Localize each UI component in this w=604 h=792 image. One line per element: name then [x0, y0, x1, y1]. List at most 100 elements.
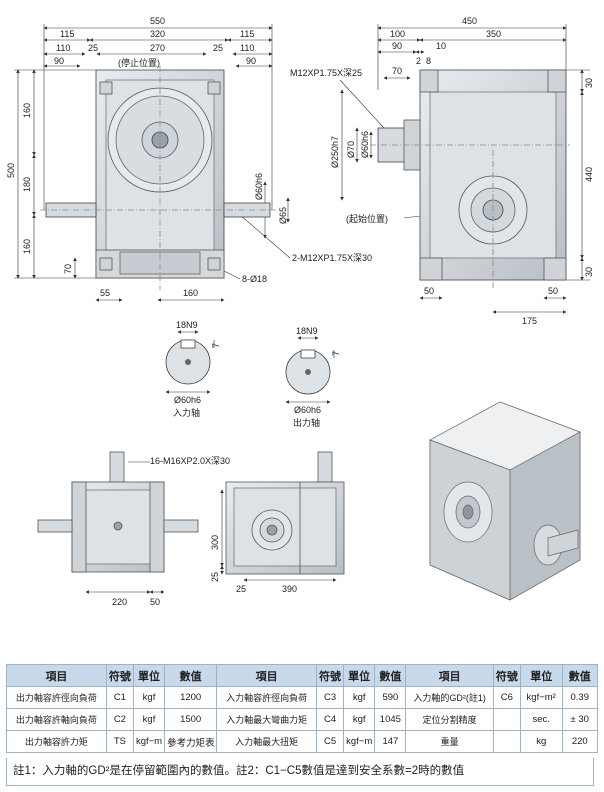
- hub-diameter-label: Ø70: [346, 141, 356, 158]
- table-cell: 入力軸容許徑向負荷: [216, 686, 318, 709]
- dim-height-bottom: 160: [22, 239, 32, 254]
- side-tapped-hole-label: M12XP1.75X深25: [290, 68, 362, 78]
- shaft-collar-label: Ø65: [278, 207, 288, 224]
- dim-depth-100: 100: [390, 29, 405, 39]
- output-shaft-caption: 出力轴: [293, 417, 320, 428]
- table-row: 出力軸容許軸向負荷 C2 kgf 1500 入力軸最大彎曲力矩 C4 kgf 1…: [6, 708, 599, 731]
- dim-right-30-top: 30: [584, 78, 594, 88]
- header-symbol-3: 符號: [492, 664, 521, 687]
- front-view-dimensions: 550 115 320 115 110 25 270 25 110 90 90 …: [6, 16, 372, 298]
- header-value-3: 數值: [561, 664, 599, 687]
- dim-mount-25-a: 25: [210, 572, 220, 582]
- header-item-2: 項目: [216, 664, 318, 687]
- input-shaft-caption: 入力轴: [173, 407, 200, 418]
- table-cell: C5: [316, 730, 345, 753]
- table-cell: C2: [105, 708, 134, 731]
- dim-right-offset: 115: [240, 29, 254, 39]
- table-cell: 入力軸最大扭矩: [216, 730, 318, 753]
- output-shaft-diameter-label: Ø60h6: [360, 131, 370, 158]
- table-cell: 出力軸容許軸向負荷: [6, 708, 107, 731]
- dim-mount-390: 390: [282, 584, 297, 594]
- dim-shaft-height: 70: [63, 264, 73, 274]
- dim-width-total: 550: [150, 16, 165, 26]
- technical-drawing: 550 115 320 115 110 25 270 25 110 90 90 …: [6, 16, 594, 607]
- table-cell: TS: [105, 730, 134, 753]
- table-cell: kgf: [132, 686, 166, 709]
- table-cell: 590: [374, 686, 407, 709]
- header-unit-1: 單位: [132, 664, 166, 687]
- dim-shaft-70: 70: [392, 66, 402, 76]
- dim-left-offset: 115: [60, 29, 74, 39]
- header-unit-2: 單位: [343, 664, 376, 687]
- mount-hole-label: 8-Ø18: [242, 274, 267, 284]
- dim-mount-25-b: 25: [236, 584, 246, 594]
- front-view: [14, 24, 291, 302]
- side-view: [339, 24, 590, 314]
- table-cell: [492, 730, 521, 753]
- flange-diameter-label: Ø250h7: [330, 136, 340, 168]
- dim-depth-10: 10: [436, 41, 446, 51]
- table-cell: kgf: [132, 708, 166, 731]
- table-cell: kgf: [343, 686, 376, 709]
- output-keyway-label: 18N9: [296, 326, 318, 336]
- output-shaft-section: 18N9 7 Ø60h6 出力轴: [285, 326, 341, 428]
- table-note: 註1：入力軸的GD²是在停留範圍內的數值。註2：C1−C5數值是達到安全系數=2…: [6, 758, 594, 786]
- dim-depth-total: 450: [462, 16, 477, 26]
- dim-shaft-8: 8: [426, 56, 431, 66]
- dim-mount-50: 50: [150, 597, 160, 607]
- header-symbol-2: 符號: [316, 664, 345, 687]
- spec-table: 項目 符號 單位 數值 項目 符號 單位 數值 項目 符號 單位 數值 出力軸容…: [6, 664, 599, 753]
- dim-right-30-bottom: 30: [584, 267, 594, 277]
- shaft-diameter-label: Ø60h6: [254, 173, 264, 200]
- tapped-hole-label: 2-M12XP1.75X深30: [292, 253, 372, 263]
- dim-bottom-160: 160: [183, 288, 198, 298]
- header-value-2: 數值: [374, 664, 407, 687]
- dim-right-25: 25: [213, 43, 223, 53]
- mount-view-left: [37, 451, 199, 594]
- header-unit-3: 單位: [519, 664, 563, 687]
- input-keyway-depth: 7: [211, 343, 221, 348]
- dim-height-mid: 180: [22, 177, 32, 192]
- dim-right-90: 90: [246, 56, 256, 66]
- table-row: 出力軸容許徑向負荷 C1 kgf 1200 入力軸容許徑向負荷 C3 kgf 5…: [6, 686, 599, 709]
- header-item-1: 項目: [6, 664, 107, 687]
- table-cell: kgf−m: [343, 730, 376, 753]
- table-cell: C6: [492, 686, 521, 709]
- dim-center-span: 320: [150, 29, 165, 39]
- mount-view-right: [220, 451, 345, 582]
- table-cell: 入力軸的GD²(註1): [405, 686, 494, 709]
- input-shaft-section: 18N9 7 Ø60h6 入力轴: [165, 320, 221, 418]
- dim-left-90: 90: [54, 56, 64, 66]
- dim-bottom-175: 175: [522, 316, 537, 326]
- table-cell: 1200: [164, 686, 218, 709]
- table-cell: 0.39: [561, 686, 599, 709]
- dim-bottom-50-left: 50: [424, 286, 434, 296]
- start-position-label: (起始位置): [346, 213, 388, 224]
- table-cell: kgf−m²: [519, 686, 563, 709]
- dim-mount-300: 300: [210, 535, 220, 550]
- dim-right-440: 440: [584, 167, 594, 182]
- table-cell: kg: [519, 730, 563, 753]
- input-keyway-label: 18N9: [176, 320, 198, 330]
- table-cell: kgf: [343, 708, 376, 731]
- dim-shaft-2: 2: [416, 56, 421, 66]
- table-cell: ± 30: [561, 708, 599, 731]
- table-cell: 1045: [374, 708, 407, 731]
- mount-tap-label: 16-M16XP2.0X深30: [150, 456, 230, 466]
- dim-height-top: 160: [22, 103, 32, 118]
- header-symbol-1: 符號: [105, 664, 134, 687]
- table-cell: kgf−m: [132, 730, 166, 753]
- header-item-3: 項目: [405, 664, 494, 687]
- table-cell: 入力軸最大彎曲力矩: [216, 708, 318, 731]
- table-row: 出力軸容許力矩 TS kgf−m 參考力矩表 入力軸最大扭矩 C5 kgf−m …: [6, 730, 599, 753]
- dim-left-25: 25: [88, 43, 98, 53]
- table-cell: 220: [561, 730, 599, 753]
- dim-depth-350: 350: [486, 29, 501, 39]
- table-cell: sec.: [519, 708, 563, 731]
- dim-bottom-55: 55: [100, 288, 110, 298]
- dim-depth-90: 90: [392, 41, 402, 51]
- dim-mount-220: 220: [112, 597, 127, 607]
- table-cell: [492, 708, 521, 731]
- dim-center-270: 270: [150, 43, 165, 53]
- dim-height-total: 500: [6, 163, 16, 178]
